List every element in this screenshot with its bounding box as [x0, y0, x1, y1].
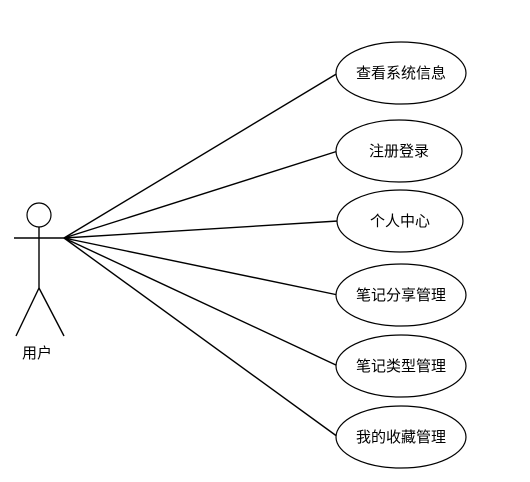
use-case: 笔记分享管理: [335, 263, 467, 327]
actor-figure: [14, 202, 65, 337]
use-case: 笔记类型管理: [335, 334, 467, 398]
use-case-ellipse: [335, 334, 467, 398]
association-line: [63, 237, 339, 296]
use-case: 注册登录: [335, 119, 463, 183]
use-case-label: 注册登录: [369, 142, 429, 160]
use-case-label: 笔记类型管理: [356, 357, 446, 375]
association-line: [63, 237, 339, 367]
use-case: 我的收藏管理: [335, 405, 467, 469]
association-line: [63, 220, 339, 239]
association-line: [63, 237, 339, 438]
use-case-label: 笔记分享管理: [356, 286, 446, 304]
use-case-label: 查看系统信息: [356, 64, 446, 82]
association-line: [63, 150, 339, 239]
use-case-label: 我的收藏管理: [356, 428, 446, 446]
actor-right-leg: [38, 287, 65, 337]
use-case-label: 个人中心: [370, 212, 430, 230]
use-case-ellipse: [336, 189, 464, 253]
use-case-ellipse: [335, 263, 467, 327]
use-case-ellipse: [335, 405, 467, 469]
use-case: 查看系统信息: [335, 41, 467, 105]
actor-label: 用户: [22, 344, 52, 362]
association-line: [63, 72, 339, 239]
use-case-ellipse: [335, 41, 467, 105]
use-case-ellipse: [335, 119, 463, 183]
use-case: 个人中心: [336, 189, 464, 253]
associations: [63, 72, 339, 438]
actor-left-leg: [15, 287, 40, 337]
actor-head: [26, 202, 52, 228]
